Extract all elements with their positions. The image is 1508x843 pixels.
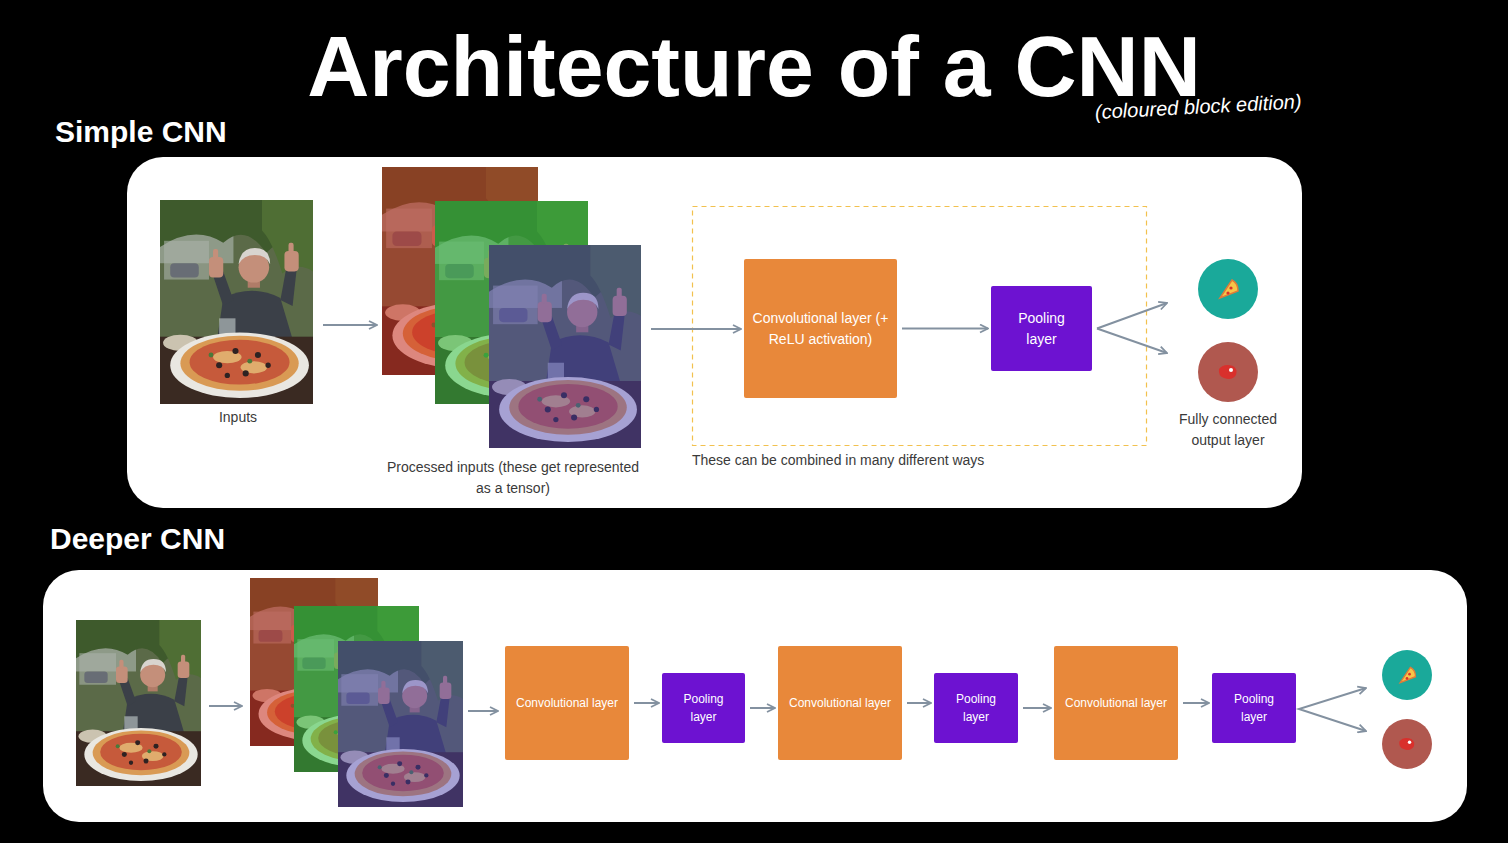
panel-heading: Deeper CNN: [40, 521, 1467, 557]
panel-background: [43, 570, 1467, 822]
flow-arrow: [1097, 303, 1167, 329]
flow-arrow: [1183, 702, 1209, 704]
layer-label: Convolutional layer: [1065, 694, 1167, 712]
caption: Inputs: [158, 407, 318, 428]
layer-group: These can be combined in many different …: [692, 206, 1147, 475]
layer-label: Pooling layer: [670, 690, 737, 726]
pooling-layer: Pooling layer: [1212, 673, 1296, 743]
input-photo: [76, 620, 201, 786]
flow-arrow: [323, 324, 377, 326]
flow-arrow: [209, 705, 242, 707]
flow-arrow: [907, 702, 931, 704]
flow-arrow: [750, 707, 775, 709]
flow-arrow: [1023, 707, 1051, 709]
layer-label: Convolutional layer: [789, 694, 891, 712]
panel: Deeper CNN Convolutional layer Pooling lay…: [40, 520, 1467, 822]
output-layer: Fully connected output layer: [1170, 258, 1286, 455]
input-image: Inputs: [158, 198, 318, 432]
page-title: Architecture of a CNN: [0, 17, 1508, 116]
pooling-layer: Pooling layer: [934, 673, 1018, 743]
conv-layer: Convolutional layer: [505, 646, 629, 760]
steak-output: [1382, 719, 1432, 769]
layer-label: Pooling layer: [1003, 308, 1080, 350]
conv-layer: Convolutional layer (+ ReLU activation): [744, 259, 897, 398]
flow-arrow: [634, 702, 659, 704]
pooling-layer: Pooling layer: [991, 286, 1092, 371]
tensor-stack: Processed inputs (these get represented …: [380, 165, 646, 503]
node-outlines: [43, 157, 1467, 822]
conv-layer: Convolutional layer: [778, 646, 902, 760]
blue-channel: [489, 245, 641, 448]
flow-arrow: [902, 328, 988, 330]
title-area: Architecture of a CNN: [0, 17, 1508, 116]
dashed-frame: [693, 207, 1147, 446]
caption: Fully connected output layer: [1170, 409, 1286, 451]
pizza-output: [1382, 650, 1432, 700]
panel-background: [127, 157, 1302, 508]
flow-arrow: [1097, 329, 1167, 354]
note: These can be combined in many different …: [692, 450, 1147, 471]
layer-label: Pooling layer: [942, 690, 1010, 726]
panel-heading: Simple CNN: [45, 114, 1302, 150]
pizza-output: [1198, 259, 1258, 319]
layer-label: Convolutional layer (+ ReLU activation): [752, 308, 889, 350]
flow-arrow: [468, 710, 498, 712]
caption: Processed inputs (these get represented …: [380, 457, 646, 499]
input-photo: [160, 200, 313, 404]
flow-arrow: [651, 328, 741, 330]
layer-label: Convolutional layer: [516, 694, 618, 712]
panel: Simple CNN InputsProcessed inputs (these …: [45, 112, 1302, 508]
steak-output: [1198, 342, 1258, 402]
layer-label: Pooling layer: [1220, 690, 1288, 726]
conv-layer: Convolutional layer: [1054, 646, 1178, 760]
pooling-layer: Pooling layer: [662, 673, 745, 743]
fork-arrow: [1299, 688, 1366, 731]
blue-channel: [338, 641, 463, 807]
